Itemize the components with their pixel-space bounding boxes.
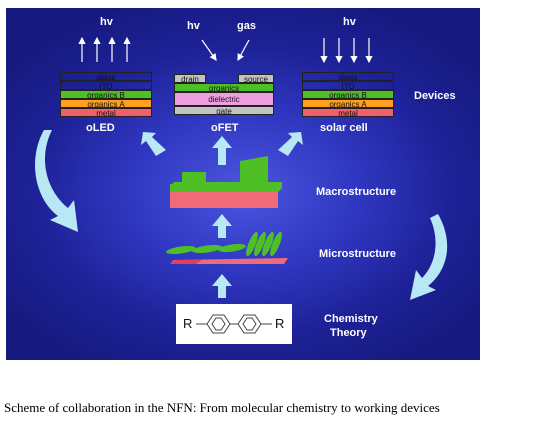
diagram-graphics [35, 36, 448, 300]
figure-caption: Scheme of collaboration in the NFN: From… [4, 400, 440, 415]
arrow-to-oled [141, 132, 166, 156]
oled-label: oLED [86, 122, 115, 134]
arrow-chem-to-micro [212, 274, 232, 298]
macrostructure-drawing [170, 156, 282, 208]
hv-label-ofet: hv [187, 20, 200, 32]
microstructure-drawing [166, 231, 288, 264]
solar-layer-organics-a: organics A [302, 99, 394, 108]
theory-label: Theory [330, 327, 367, 339]
hv-label-oled: hv [100, 16, 113, 28]
hv-label-solar: hv [343, 16, 356, 28]
solar-incident-arrows [320, 38, 373, 64]
oled-layer-ito: ITO [60, 81, 152, 90]
ofet-layer-gate: gate [174, 106, 274, 115]
solar-layer-metal: metal [302, 108, 394, 117]
ofet-layer-dielectric: dielectric [174, 92, 274, 106]
macrostructure-label: Macrostructure [316, 186, 397, 198]
oled-emission-arrows [78, 36, 131, 62]
chem-r-left: R [183, 316, 193, 331]
solar-layer-organics-b: organics B [302, 90, 394, 99]
microstructure-label: Microstructure [319, 248, 397, 260]
arrow-micro-to-macro [212, 214, 232, 238]
oled-layer-organics-b: organics B [60, 90, 152, 99]
oled-layer-organics-a: organics A [60, 99, 152, 108]
ofet-input-arrows [201, 39, 250, 62]
gas-label: gas [237, 20, 256, 32]
arrow-to-solar [278, 132, 303, 156]
ofet-label: oFET [211, 122, 239, 134]
arrow-to-ofet [212, 136, 232, 165]
right-curved-arrow [410, 214, 448, 300]
solar-cell-label: solar cell [320, 122, 368, 134]
oled-layer-metal: metal [60, 108, 152, 117]
devices-label: Devices [414, 90, 456, 102]
ofet-layer-organics: organics [174, 83, 274, 92]
ofet-source: source [238, 74, 274, 83]
oled-layer-glass: glass [60, 72, 152, 81]
biphenyl-drawing [196, 314, 272, 334]
solar-layer-ito: ITO [302, 81, 394, 90]
chemistry-label: Chemistry [324, 313, 378, 325]
chem-r-right: R [275, 316, 285, 331]
chemical-structure: R R [176, 304, 292, 344]
diagram-panel: hv hv gas hv glass ITO organics B organi… [6, 8, 480, 360]
left-curved-arrow [35, 130, 78, 232]
solar-layer-glass: glass [302, 72, 394, 81]
block-arrows [141, 132, 303, 298]
ofet-drain: drain [174, 74, 206, 83]
